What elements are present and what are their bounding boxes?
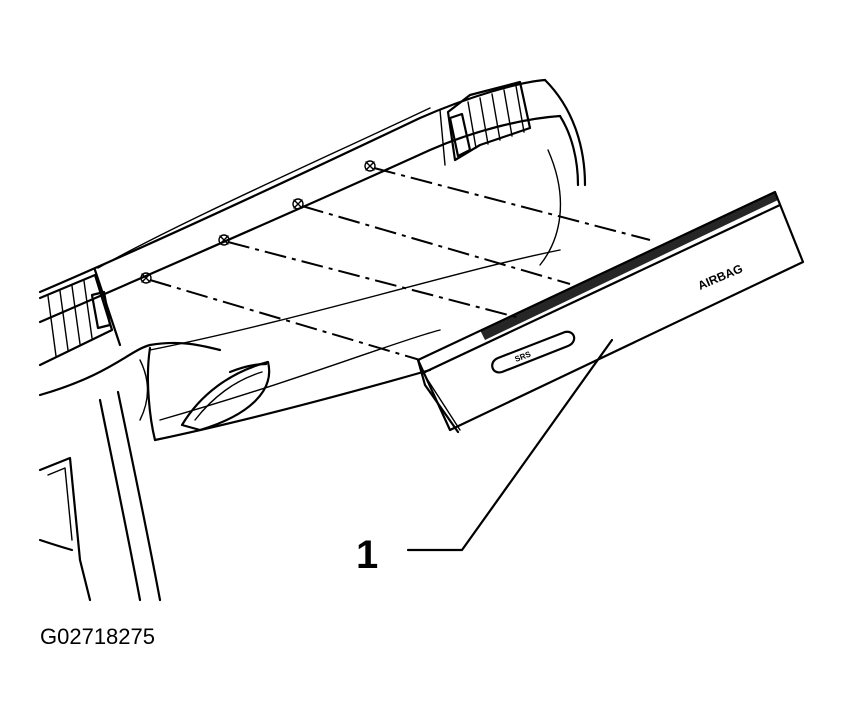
clip-icon [292, 198, 304, 210]
dashboard-outline [38, 78, 587, 421]
callout-number: 1 [356, 533, 378, 577]
panel-airbag-label: AIRBAG [696, 261, 745, 292]
alignment-lines [149, 167, 651, 361]
clip-icon [218, 234, 230, 246]
clip-icon [364, 160, 376, 172]
center-console [38, 359, 162, 602]
mounting-clips [140, 160, 376, 284]
right-air-vent [446, 80, 532, 162]
glove-box [146, 346, 432, 442]
airbag-trim-panel: SRS AIRBAG [416, 190, 805, 434]
callout-1: 1 [356, 338, 614, 577]
srs-badge: SRS [491, 330, 576, 374]
left-air-vent [38, 273, 114, 367]
clip-icon [140, 272, 152, 284]
figure-id: G02718275 [40, 624, 155, 649]
